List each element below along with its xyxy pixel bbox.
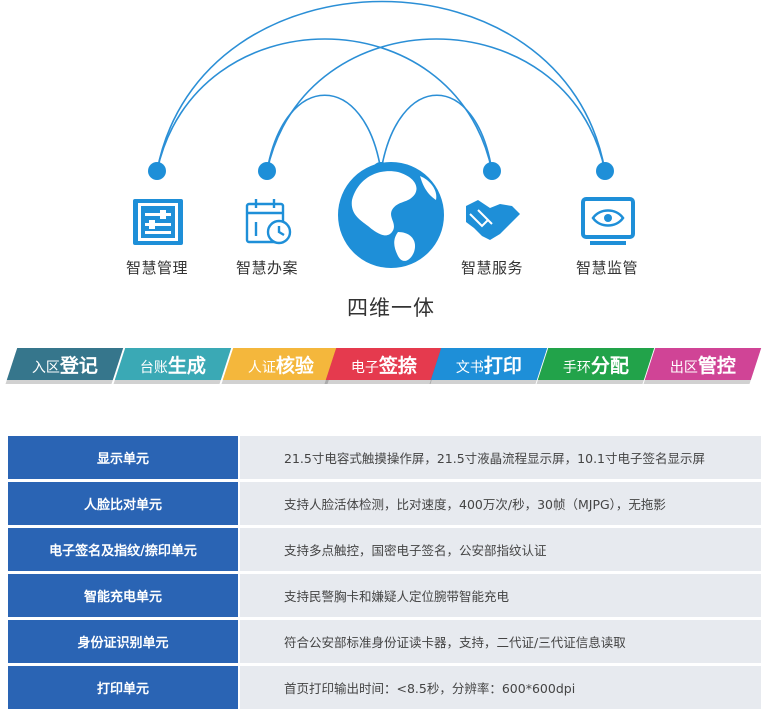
step-large-text: 管控 [697, 354, 736, 377]
node-label-smart-supervision: 智慧监管 [575, 259, 638, 277]
globe-icon [338, 162, 444, 268]
network-diagram [133, 0, 635, 268]
spec-value-cell: 支持多点触控，国密电子签名，公安部指纹认证 [240, 528, 761, 571]
dot-entry [148, 162, 166, 180]
spec-divider [238, 574, 240, 617]
handshake-icon [466, 200, 520, 240]
table-row: 显示单元 21.5寸电容式触摸操作屏，21.5寸液晶流程显示屏，10.1寸电子签… [8, 436, 761, 479]
step-tag-print: 文书打印 [430, 348, 548, 380]
spec-name-cell: 人脸比对单元 [8, 482, 238, 525]
step-tag-wristband: 手环分配 [537, 348, 655, 380]
table-row: 打印单元 首页打印输出时间：<8.5秒，分辨率：600*600dpi [8, 666, 761, 709]
step-tag-exit: 出区管控 [644, 348, 762, 380]
dot-office [258, 162, 276, 180]
spec-name-cell: 打印单元 [8, 666, 238, 709]
eye-monitor-icon [581, 197, 635, 245]
spec-divider [238, 482, 240, 525]
step-small-text: 人证 [247, 359, 276, 376]
step-tag-verify: 人证核验 [222, 348, 340, 380]
arc-entry-monitor [156, 0, 606, 172]
table-row: 人脸比对单元 支持人脸活体检测，比对速度，400万次/秒，30帧（MJPG），无… [8, 482, 761, 525]
dot-monitor [596, 162, 614, 180]
spec-table: 显示单元 21.5寸电容式触摸操作屏，21.5寸液晶流程显示屏，10.1寸电子签… [8, 433, 761, 712]
spec-value-cell: 21.5寸电容式触摸操作屏，21.5寸液晶流程显示屏，10.1寸电子签名显示屏 [240, 436, 761, 479]
step-large-text: 分配 [590, 354, 629, 377]
center-label: 四维一体 [347, 296, 435, 320]
table-row: 电子签名及指纹/捺印单元 支持多点触控，国密电子签名，公安部指纹认证 [8, 528, 761, 571]
spec-divider [238, 620, 240, 663]
step-small-text: 入区 [31, 359, 60, 376]
step-tag-register: 入区登记 [6, 348, 124, 380]
step-large-text: 打印 [483, 354, 522, 377]
step-tag-ledger: 台账生成 [114, 348, 232, 380]
dot-service [483, 162, 501, 180]
step-small-text: 出区 [669, 359, 698, 376]
step-small-text: 台账 [139, 359, 168, 376]
calendar-clock-icon [245, 199, 292, 245]
arc-office-center [266, 94, 382, 172]
process-steps-banner: 入区登记 台账生成 人证核验 电子签捺 文书打印 手环分配 出区管控 [0, 348, 763, 388]
arc-office-monitor [266, 38, 606, 172]
spec-value-cell: 支持民警胸卡和嫌疑人定位腕带智能充电 [240, 574, 761, 617]
arc-entry-service [156, 38, 493, 172]
spec-name-cell: 身份证识别单元 [8, 620, 238, 663]
sliders-panel-icon [133, 199, 183, 245]
spec-name-cell: 显示单元 [8, 436, 238, 479]
spec-name-cell: 智能充电单元 [8, 574, 238, 617]
step-large-text: 登记 [59, 354, 98, 377]
spec-value-cell: 支持人脸活体检测，比对速度，400万次/秒，30帧（MJPG），无拖影 [240, 482, 761, 525]
spec-name-cell: 电子签名及指纹/捺印单元 [8, 528, 238, 571]
table-row: 智能充电单元 支持民警胸卡和嫌疑人定位腕带智能充电 [8, 574, 761, 617]
table-row: 身份证识别单元 符合公安部标准身份证读卡器，支持，二代证/三代证信息读取 [8, 620, 761, 663]
node-label-smart-case: 智慧办案 [235, 259, 298, 277]
step-tag-sign: 电子签捺 [325, 348, 443, 380]
spec-value-cell: 首页打印输出时间：<8.5秒，分辨率：600*600dpi [240, 666, 761, 709]
step-large-text: 生成 [167, 354, 206, 377]
arc-center-service [380, 94, 493, 172]
step-large-text: 签捺 [378, 354, 417, 377]
spec-divider [238, 528, 240, 571]
spec-value-cell: 符合公安部标准身份证读卡器，支持，二代证/三代证信息读取 [240, 620, 761, 663]
step-large-text: 核验 [275, 354, 314, 377]
node-label-smart-service: 智慧服务 [460, 259, 523, 277]
node-label-smart-management: 智慧管理 [125, 259, 188, 277]
step-small-text: 文书 [455, 359, 484, 376]
step-small-text: 电子 [350, 359, 379, 376]
spec-divider [238, 436, 240, 479]
step-small-text: 手环 [562, 359, 591, 376]
spec-divider [238, 666, 240, 709]
connection-arcs [156, 0, 606, 172]
